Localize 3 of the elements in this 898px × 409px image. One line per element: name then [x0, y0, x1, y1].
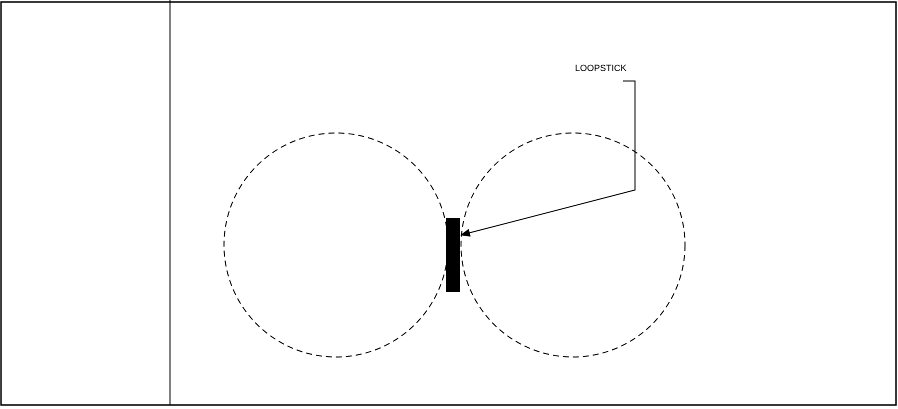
loopstick-antenna-bar [446, 218, 460, 292]
leader-line [460, 80, 636, 237]
part-label: LOOPSTICK [575, 63, 627, 73]
